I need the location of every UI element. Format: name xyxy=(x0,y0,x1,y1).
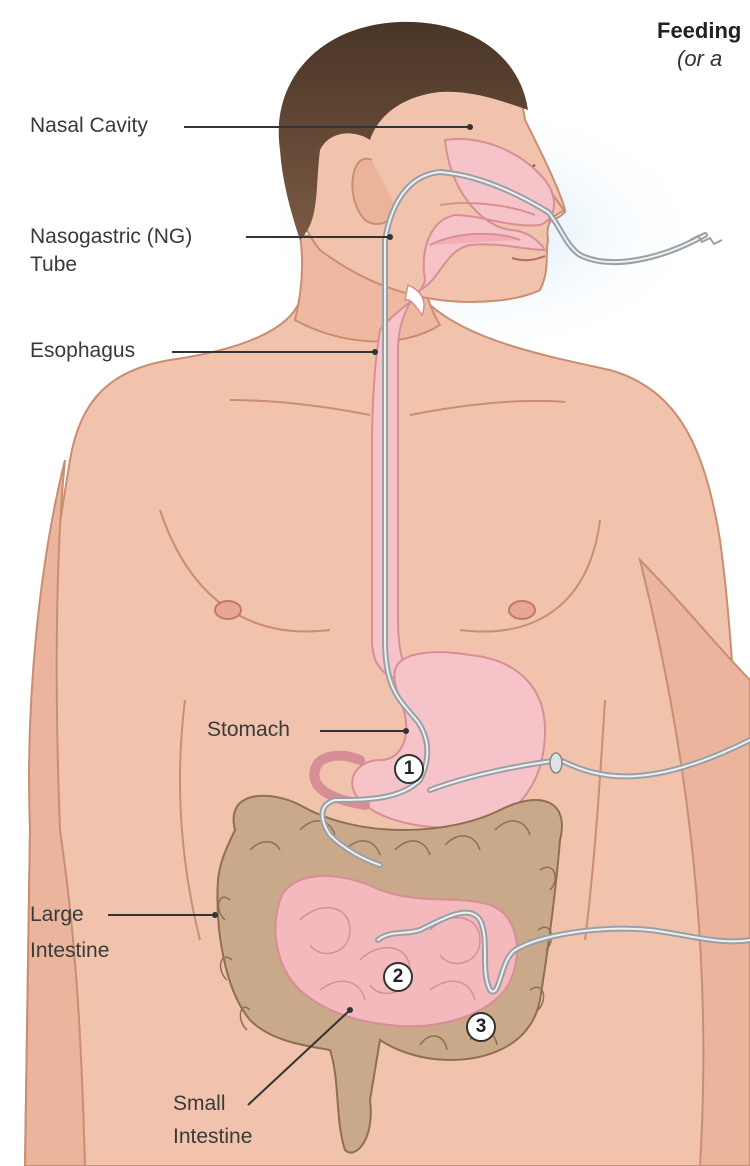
label-ng-tube-line1: Nasogastric (NG) xyxy=(30,224,192,250)
label-small-intestine-line1: Small xyxy=(173,1091,226,1117)
nipple-left xyxy=(215,601,241,619)
marker-1: 1 xyxy=(394,754,424,784)
label-nasal-cavity: Nasal Cavity xyxy=(30,113,148,139)
label-large-intestine-line2: Intestine xyxy=(30,938,109,964)
marker-2: 2 xyxy=(383,962,413,992)
label-stomach: Stomach xyxy=(207,717,290,743)
diagram-title: Feeding xyxy=(657,18,741,44)
label-esophagus: Esophagus xyxy=(30,338,135,364)
label-large-intestine-line1: Large xyxy=(30,902,84,928)
g-tube-port xyxy=(550,753,562,773)
label-ng-tube-line2: Tube xyxy=(30,252,77,278)
label-small-intestine-line2: Intestine xyxy=(173,1124,252,1150)
nipple-right xyxy=(509,601,535,619)
marker-3: 3 xyxy=(466,1012,496,1042)
diagram-subtitle: (or a xyxy=(677,46,722,72)
